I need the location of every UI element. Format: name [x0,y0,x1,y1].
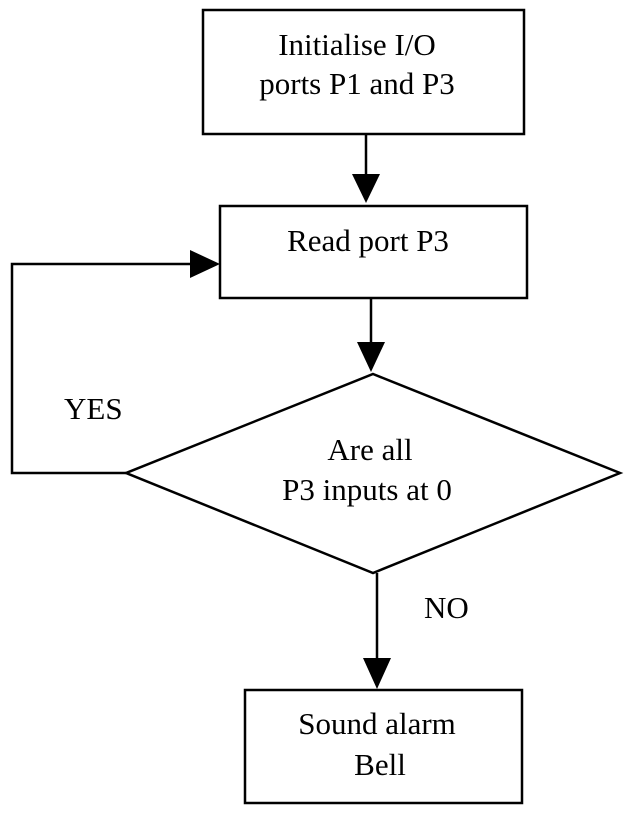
decision-diamond [122,372,624,575]
yes-label: YES [64,391,123,426]
init-node: Initialise I/O ports P1 and P3 [201,8,526,136]
arrowhead-down-icon [352,174,380,203]
decision-node: Are all P3 inputs at 0 [122,372,624,575]
alarm-box [243,688,524,805]
connector-yes-loop: YES [10,250,220,475]
decision-label-line2: P3 inputs at 0 [282,472,452,507]
connector-init-to-read [352,134,380,203]
arrowhead-down-icon [363,658,391,689]
read-box [218,204,529,300]
read-label: Read port P3 [287,223,449,258]
connector-yes-loop-line [10,262,192,475]
init-label-line2: ports P1 and P3 [259,66,455,101]
alarm-node: Sound alarm Bell [243,688,524,805]
no-label: NO [424,590,469,625]
decision-label-line1: Are all [327,432,412,467]
alarm-label-line1: Sound alarm [298,706,456,741]
connector-read-to-decision [357,298,385,372]
arrowhead-down-icon [357,342,385,372]
read-node: Read port P3 [218,204,529,300]
arrowhead-right-icon [190,250,220,278]
init-label-line1: Initialise I/O [278,27,436,62]
alarm-label-line2: Bell [354,747,406,782]
init-box [201,8,526,136]
connector-no: NO [363,573,469,689]
